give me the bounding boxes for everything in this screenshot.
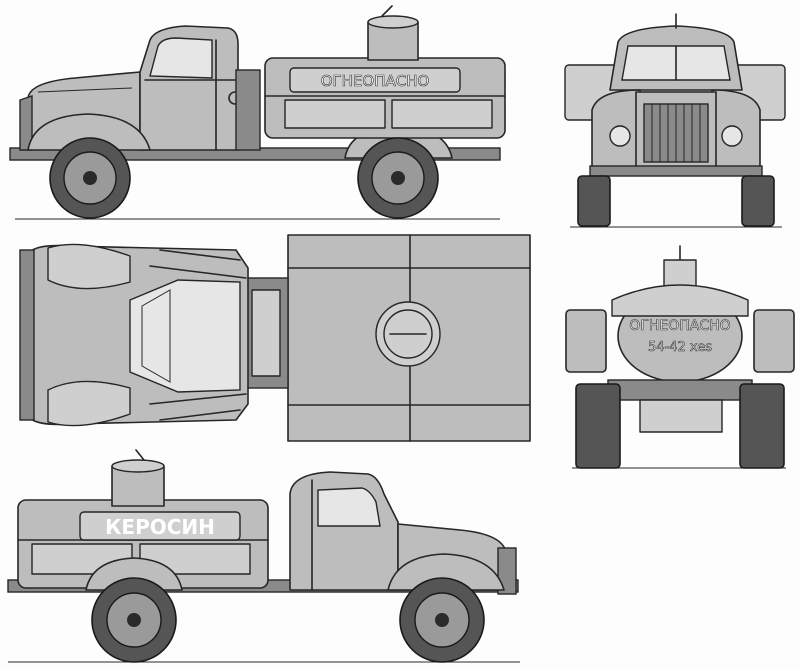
rear-right-wheels (739, 383, 785, 469)
front-wheel-right (399, 577, 485, 663)
front-view (564, 13, 786, 228)
product-panel (79, 511, 241, 541)
rear-left-wheels (575, 383, 621, 469)
right-headlight (721, 125, 743, 147)
left-headlight (609, 125, 631, 147)
rear-warning-text: ОГНЕОПАСНО (629, 318, 730, 334)
side-warning-panel (289, 67, 461, 93)
rear-view: ОГНЕОПАСНО 54-42 xes (565, 245, 795, 469)
rear-code-text: 54-42 xes (648, 340, 712, 355)
top-view (19, 234, 531, 442)
cab-window (149, 37, 213, 79)
side-view-right: КЕРОСИН (7, 449, 520, 663)
front-fender (27, 113, 151, 151)
rear-wheel (357, 137, 439, 219)
front-wheel (49, 137, 131, 219)
side-view-left: ОГНЕОПАСНО (9, 5, 506, 220)
product-text: КЕРОСИН (105, 515, 215, 539)
side-warning-text: ОГНЕОПАСНО (321, 72, 430, 90)
rear-wheel-right (91, 577, 177, 663)
cab-roof (129, 279, 241, 393)
front-bumper (589, 165, 763, 177)
